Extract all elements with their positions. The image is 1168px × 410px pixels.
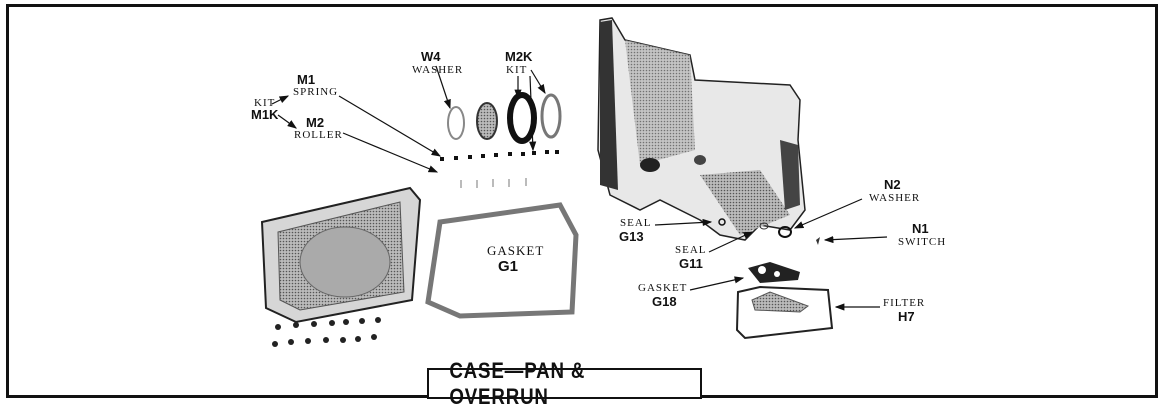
callout-label-washer-n2: WASHER	[869, 192, 921, 204]
callout-label-switch: SWITCH	[898, 236, 947, 248]
callout-code-n1: N1	[912, 221, 929, 236]
callout-label-m2k-kit: KIT	[506, 64, 528, 76]
valve-body-parts	[718, 218, 834, 340]
diagram-title: CASE—PAN & OVERRUN	[449, 357, 586, 409]
callout-label-gasket-g18: GASKET	[638, 282, 688, 294]
callout-label-seal-g13: SEAL	[620, 217, 652, 229]
pan-bolts	[272, 317, 381, 347]
callout-code-w4: W4	[421, 49, 441, 64]
leader-lines	[271, 65, 888, 311]
callout-code-g11: G11	[679, 256, 703, 271]
callout-label-spring: SPRING	[293, 86, 339, 98]
callout-code-m2k: M2K	[505, 49, 533, 64]
callout-code-g13: G13	[619, 229, 644, 244]
callout-code-m1: M1	[297, 72, 316, 87]
callout-code-n2: N2	[884, 177, 901, 192]
callout-label-seal-g11: SEAL	[675, 244, 707, 256]
callout-code-h7: H7	[898, 309, 915, 324]
diagram-title-box: CASE—PAN & OVERRUN	[427, 358, 702, 409]
callout-label-kit: KIT	[254, 97, 276, 109]
pan-gasket	[425, 202, 579, 319]
callout-code-m1k: M1K	[251, 107, 279, 122]
overrun-clutch-parts	[440, 92, 562, 188]
transmission-case	[597, 17, 806, 241]
callout-code-g18: G18	[652, 294, 677, 309]
oil-pan	[260, 186, 422, 324]
callout-label-filter: FILTER	[883, 297, 926, 309]
callout-code-g1: G1	[498, 258, 519, 275]
callout-code-m2: M2	[306, 115, 325, 130]
callout-label-gasket-g1: GASKET	[487, 243, 545, 258]
callout-label-washer: WASHER	[412, 64, 464, 76]
callout-label-roller: ROLLER	[294, 129, 343, 141]
